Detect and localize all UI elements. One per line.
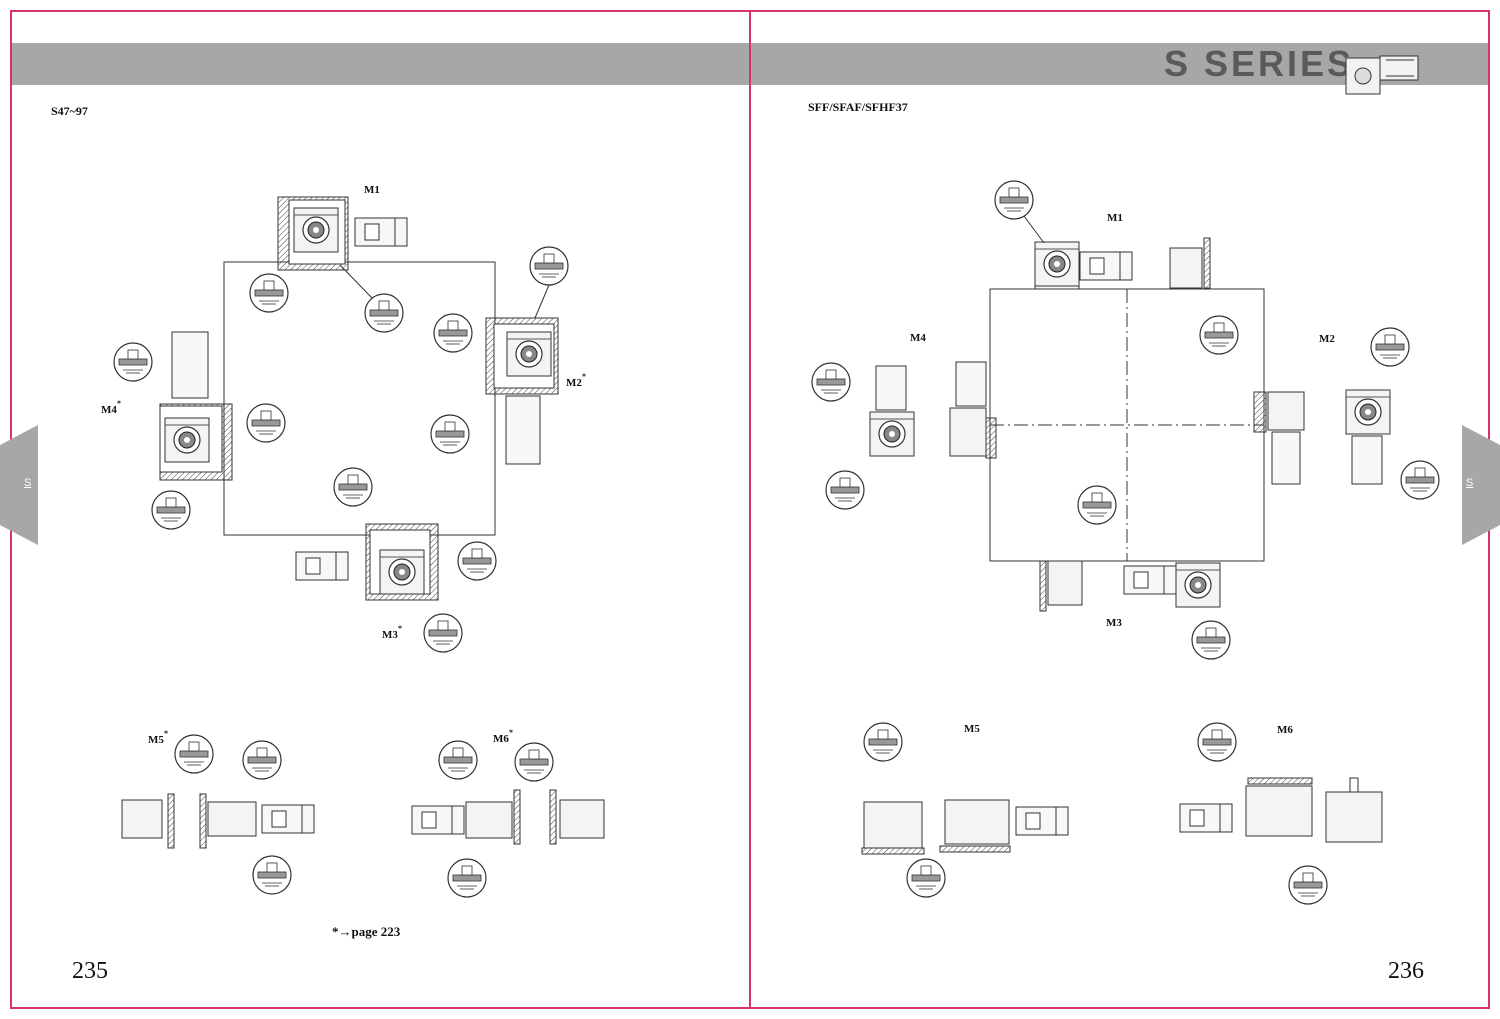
right-m6-lub-circle-a [1197,722,1237,762]
right-m3-lub-circle-a [1077,485,1117,525]
left-m3-gearmotor [295,523,439,601]
left-page-number: 235 [72,958,108,984]
left-header-band [12,43,749,85]
left-label-m3-mark: * [398,624,402,633]
right-m1-lub-circle-b [1199,315,1239,355]
left-section-tab-label: S [24,477,32,489]
right-m2-gearmotor [1253,389,1391,485]
left-label-m3: M3 [382,629,398,641]
left-m1-gearmotor [277,196,408,271]
right-m2-lub-circle-b [1400,460,1440,500]
page-reference-note: *→page 223 [332,924,401,939]
left-m2-gearmotor [485,317,559,465]
right-m3-gearmotor [1039,560,1221,612]
left-label-m6-mark: * [509,728,513,737]
right-m4-gearmotor [869,361,997,459]
right-m4-lub-circle-a [811,362,851,402]
right-m3-lub-circle-b [1191,620,1231,660]
right-m5-gearmotor [861,799,1069,855]
right-m4-lub-circle-b [825,470,865,510]
right-label-m6: M6 [1277,724,1293,736]
right-label-m3: M3 [1106,617,1122,629]
right-page-subtitle: SFF/SFAF/SFHF37 [808,100,908,114]
left-m4-gearmotor [159,331,233,481]
right-m5-lub-circle-a [863,722,903,762]
left-label-m4-mark: * [117,399,121,408]
left-m6-gearmotor [411,789,605,845]
left-page-subtitle: S47~97 [51,104,88,118]
left-label-m6: M6 [493,733,509,745]
right-label-m5: M5 [964,723,980,735]
right-section-tab-label: S [1466,477,1474,489]
right-m1-lub-circle-a [994,180,1034,220]
right-m1-gearmotor [1034,237,1211,290]
right-m6-lub-circle-b [1288,865,1328,905]
right-label-m2: M2 [1319,333,1335,345]
left-label-m1: M1 [364,184,380,196]
left-label-m5-mark: * [164,729,168,738]
left-label-m5: M5 [148,734,164,746]
left-mounting-frame [223,261,496,536]
left-label-m2: M2 [566,377,582,389]
right-m5-lub-circle-b [906,858,946,898]
left-label-m4: M4 [101,404,117,416]
right-m6-gearmotor [1179,777,1383,843]
right-section-tab: S [1462,425,1500,545]
right-label-m1: M1 [1107,212,1123,224]
right-page-number: 236 [1388,958,1424,984]
right-label-m4: M4 [910,332,926,344]
left-m5-gearmotor [121,793,315,849]
left-label-m2-mark: * [582,372,586,381]
left-section-tab: S [0,425,38,545]
right-m2-lub-circle-a [1370,327,1410,367]
series-title: S SERIES [1164,43,1355,84]
